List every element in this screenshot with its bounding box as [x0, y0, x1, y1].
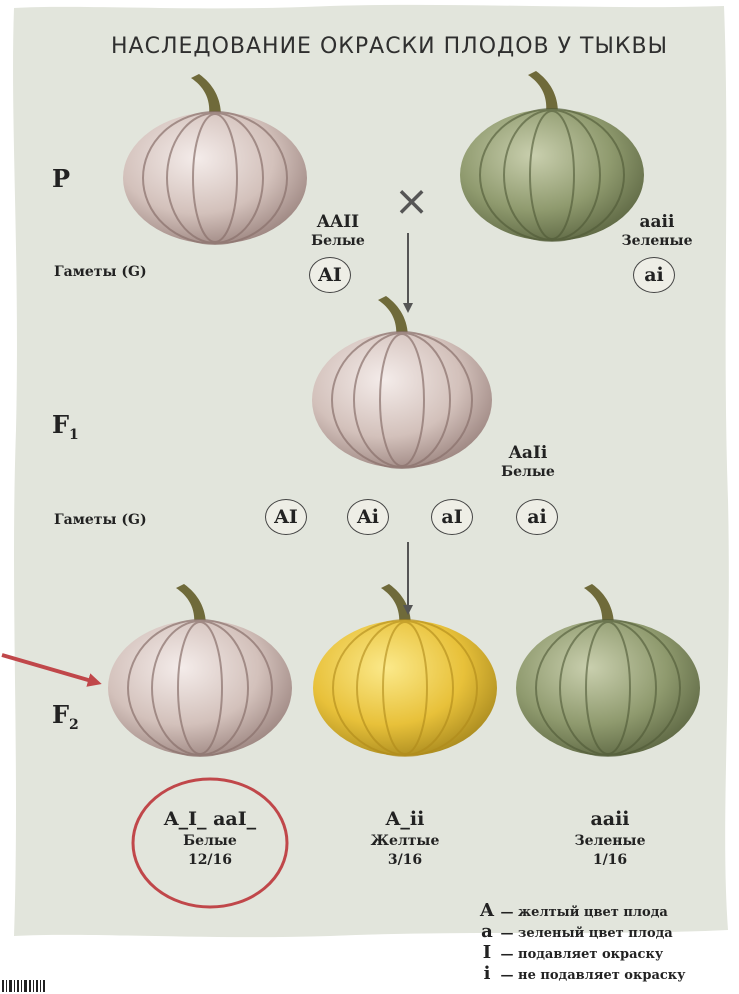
gamete-circle: ai: [516, 499, 558, 535]
row-label-f2-letter: F: [52, 700, 69, 729]
gametes-label-f1: Гаметы (G): [54, 512, 147, 528]
f2-green-phenotype: Зеленые: [545, 833, 675, 849]
poster-title: НАСЛЕДОВАНИЕ ОКРАСКИ ПЛОДОВ У ТЫКВЫ: [40, 34, 739, 59]
f2-white-ratio: 12/16: [130, 852, 290, 868]
parent-right-phenotype: Зеленые: [612, 233, 702, 249]
row-label-f1: F1: [52, 410, 79, 443]
legend-row: A — желтый цвет плода: [478, 900, 668, 921]
f1-phenotype: Белые: [488, 464, 568, 480]
f2-green-ratio: 1/16: [545, 852, 675, 868]
row-label-p: P: [52, 164, 70, 193]
f2-yellow-genotype: A_ii: [340, 808, 470, 830]
legend-symbol: a: [478, 921, 496, 942]
gamete-circle: AI: [265, 499, 307, 535]
legend-symbol: A: [478, 900, 496, 921]
legend-row: I — подавляет окраску: [478, 942, 663, 963]
row-label-f2: F2: [52, 700, 79, 733]
row-label-f1-sub: 1: [69, 427, 79, 443]
legend-text: — зеленый цвет плода: [501, 926, 673, 941]
gametes-label-parents: Гаметы (G): [54, 264, 147, 280]
cross-icon: ×: [394, 176, 429, 225]
gamete-circle: ai: [633, 257, 675, 293]
gamete-circle: aI: [431, 499, 473, 535]
legend-text: — желтый цвет плода: [501, 905, 668, 920]
parent-left-genotype: AAII: [298, 212, 378, 232]
legend-text: — не подавляет окраску: [501, 968, 686, 983]
legend-text: — подавляет окраску: [501, 947, 664, 962]
f2-green-genotype: aaii: [545, 808, 675, 830]
row-label-f1-letter: F: [52, 410, 69, 439]
gamete-circle: Ai: [347, 499, 389, 535]
legend-symbol: I: [478, 942, 496, 963]
gamete-circle: AI: [309, 257, 351, 293]
f2-yellow-phenotype: Желтые: [340, 833, 470, 849]
parent-left-phenotype: Белые: [298, 233, 378, 249]
f2-yellow-ratio: 3/16: [340, 852, 470, 868]
legend-row: a — зеленый цвет плода: [478, 921, 673, 942]
f1-genotype: AaIi: [488, 443, 568, 463]
f2-white-phenotype: Белые: [130, 833, 290, 849]
legend-row: i — не подавляет окраску: [478, 963, 686, 984]
legend-symbol: i: [478, 963, 496, 984]
row-label-f2-sub: 2: [69, 717, 79, 733]
parent-right-genotype: aaii: [612, 212, 702, 232]
f2-white-genotype: A_I_ aaI_: [130, 808, 290, 830]
